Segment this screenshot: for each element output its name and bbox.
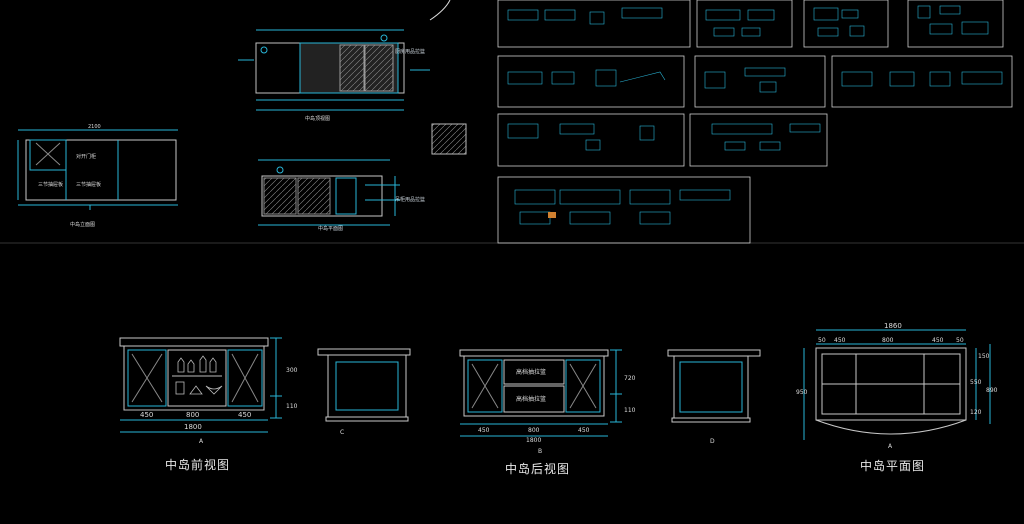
back-dim-1: 450 <box>478 427 490 434</box>
back-view-drawing <box>459 349 622 437</box>
front-view-bottles <box>175 355 223 395</box>
front-view-drawing <box>119 337 282 433</box>
thumbnail-grid <box>497 0 1013 244</box>
back-dim-total: 1800 <box>526 437 541 444</box>
front-dim-h1: 300 <box>286 367 298 374</box>
caption-front-view: 中岛前视图 <box>165 458 231 472</box>
plan-dim-5: 50 <box>956 337 964 344</box>
plan-dim-r3: 890 <box>986 387 998 394</box>
side-view-d <box>667 349 761 423</box>
back-dim-h2: 110 <box>624 407 636 414</box>
upper-caption: 中岛立面图 <box>70 221 95 228</box>
side-d-letter: D <box>710 438 715 445</box>
caption-back-view: 中岛后视图 <box>505 462 571 476</box>
plan-view-drawing <box>803 329 991 440</box>
plan-dim-r1: 150 <box>978 353 990 360</box>
plan-dim-left: 950 <box>796 389 808 396</box>
upper-label-2: 三节抽屉板 <box>76 181 101 188</box>
side-c-letter: C <box>340 429 344 436</box>
back-letter: B <box>538 448 542 455</box>
plan-dim-4: 450 <box>932 337 944 344</box>
front-dim-1: 450 <box>140 411 153 419</box>
plan-dim-r2: 550 <box>970 379 982 386</box>
upper-label-3: 对开门柜 <box>76 153 96 160</box>
upper-mid-caption: 中岛平面图 <box>318 226 344 232</box>
back-drawer-2: 高档抽拉篮 <box>516 395 546 403</box>
front-dim-3: 450 <box>238 411 251 419</box>
upper-note-1: 厨房用品拉篮 <box>395 49 426 55</box>
upper-note-2: 吊柜用品拉篮 <box>395 197 426 203</box>
plan-dim-3: 800 <box>882 337 894 344</box>
upper-mid-plan <box>258 159 400 226</box>
front-dim-2: 800 <box>186 411 199 419</box>
back-dim-3: 450 <box>578 427 590 434</box>
plan-dim-2: 450 <box>834 337 846 344</box>
upper-top-caption: 中岛顶视图 <box>305 115 330 122</box>
plan-dim-total: 1860 <box>884 322 902 330</box>
back-dim-h1: 720 <box>624 375 636 382</box>
small-hatched-box <box>431 123 467 155</box>
thumbnail-contents <box>507 5 1003 225</box>
upper-top-view <box>238 0 451 111</box>
back-view-text: 高档抽拉篮 高档抽拉篮 450 800 450 1800 720 110 B <box>478 368 636 455</box>
caption-plan-view: 中岛平面图 <box>860 459 926 473</box>
upper-front-elevation <box>17 129 178 210</box>
plan-dim-r4: 120 <box>970 409 982 416</box>
side-view-c <box>317 348 411 422</box>
back-drawer-1: 高档抽拉篮 <box>516 368 546 376</box>
plan-view-dims: 1860 50 450 800 450 50 150 550 890 120 9… <box>796 322 998 450</box>
plan-letter: A <box>888 443 893 450</box>
front-dim-total: 1800 <box>184 423 202 431</box>
upper-label-1: 三节抽屉板 <box>38 181 63 188</box>
upper-front-elevation-text: 三节抽屉板 三节抽屉板 对开门柜 2100 中岛立面图 <box>38 124 101 228</box>
front-view-dims: 450 800 450 1800 300 110 A <box>140 367 298 445</box>
front-letter: A <box>199 438 204 445</box>
front-dim-h2: 110 <box>286 403 298 410</box>
upper-dim-total: 2100 <box>88 124 101 130</box>
back-dim-2: 800 <box>528 427 540 434</box>
plan-dim-1: 50 <box>818 337 826 344</box>
